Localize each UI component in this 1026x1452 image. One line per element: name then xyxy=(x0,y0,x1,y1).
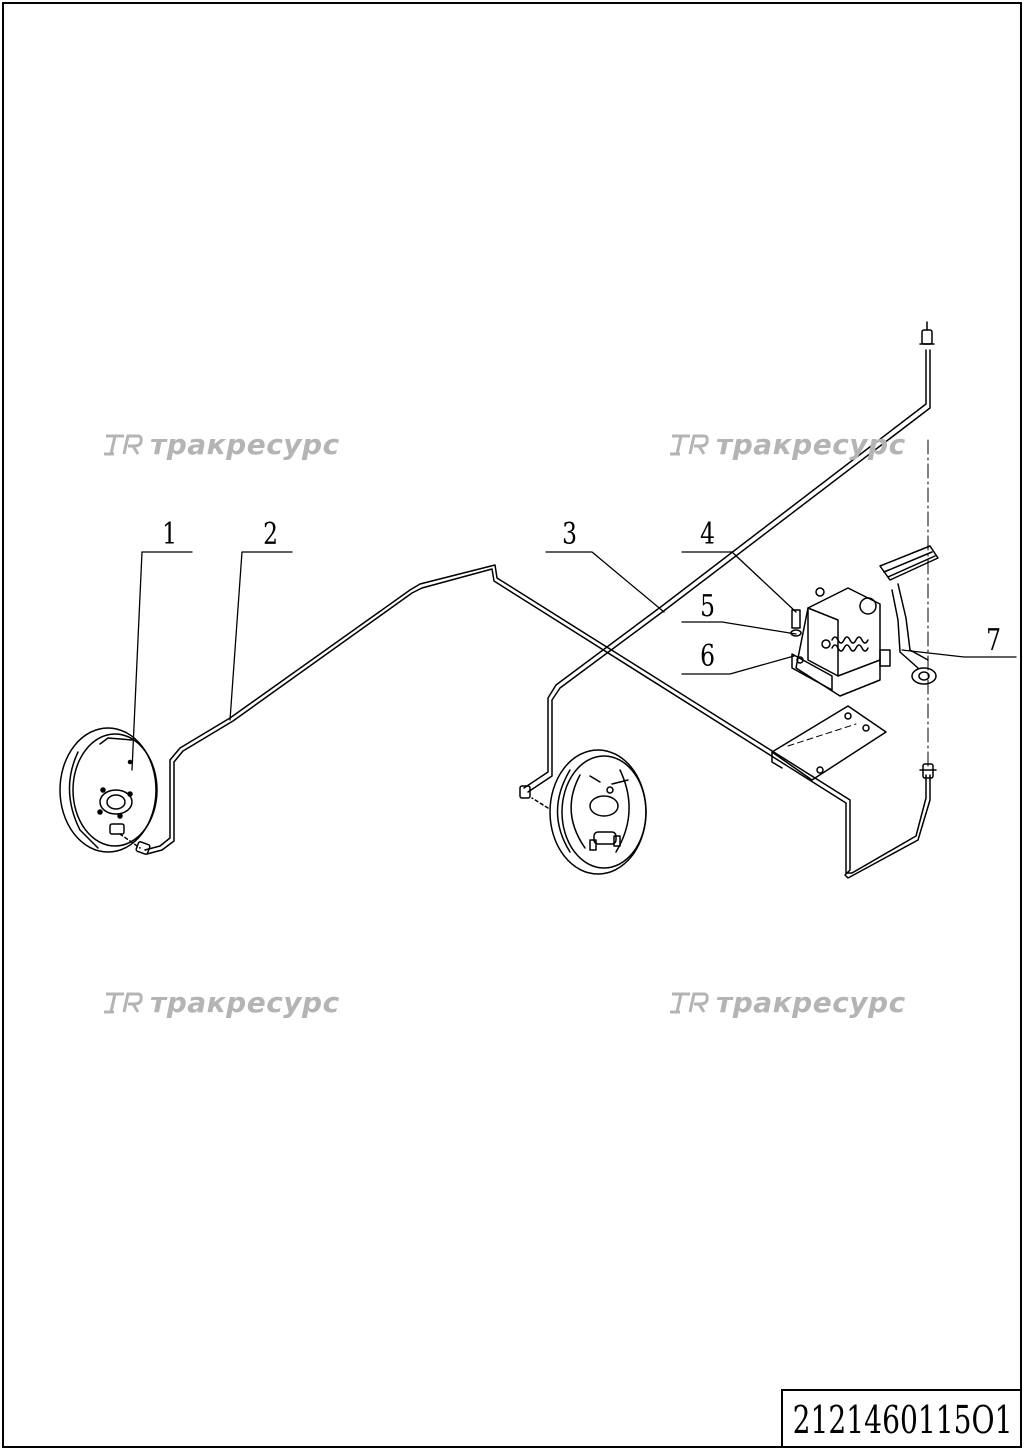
callout-2: 2 xyxy=(263,517,278,552)
callout-6: 6 xyxy=(700,639,715,674)
leader-5 xyxy=(681,621,797,635)
tr-logo-icon xyxy=(104,434,143,456)
leader-6 xyxy=(681,655,795,675)
right-brake-drum xyxy=(519,749,647,875)
tr-logo-icon xyxy=(670,434,709,456)
leader-2 xyxy=(229,551,293,721)
callout-5: 5 xyxy=(700,589,715,624)
lower-fitting xyxy=(919,763,937,779)
watermark: тракресурс xyxy=(668,986,906,1019)
leader-7 xyxy=(901,649,1017,658)
brake-pipe-3 xyxy=(523,349,931,793)
callout-7: 7 xyxy=(986,623,1001,658)
leader-lines xyxy=(131,551,1017,771)
tr-logo-icon xyxy=(670,992,709,1014)
left-brake-drum xyxy=(59,727,158,855)
callout-4: 4 xyxy=(700,517,715,552)
watermark: тракресурс xyxy=(668,428,906,461)
leader-3 xyxy=(545,551,665,613)
drawing-number: 2121460115O1 xyxy=(792,1397,1013,1442)
bolt-and-washer xyxy=(790,609,802,637)
watermark: тракресурс xyxy=(102,428,340,461)
callout-1: 1 xyxy=(162,517,177,552)
top-fitting xyxy=(919,321,935,345)
leader-4 xyxy=(681,551,797,613)
mounting-plate xyxy=(771,705,887,781)
tr-logo-icon xyxy=(104,992,143,1014)
watermark: тракресурс xyxy=(102,986,340,1019)
brake-pedal-assembly xyxy=(791,545,939,697)
drawing-number-box: 2121460115O1 xyxy=(781,1389,1022,1448)
leader-1 xyxy=(131,551,193,771)
brake-pipe-2 xyxy=(144,564,931,879)
callout-3: 3 xyxy=(562,517,577,552)
